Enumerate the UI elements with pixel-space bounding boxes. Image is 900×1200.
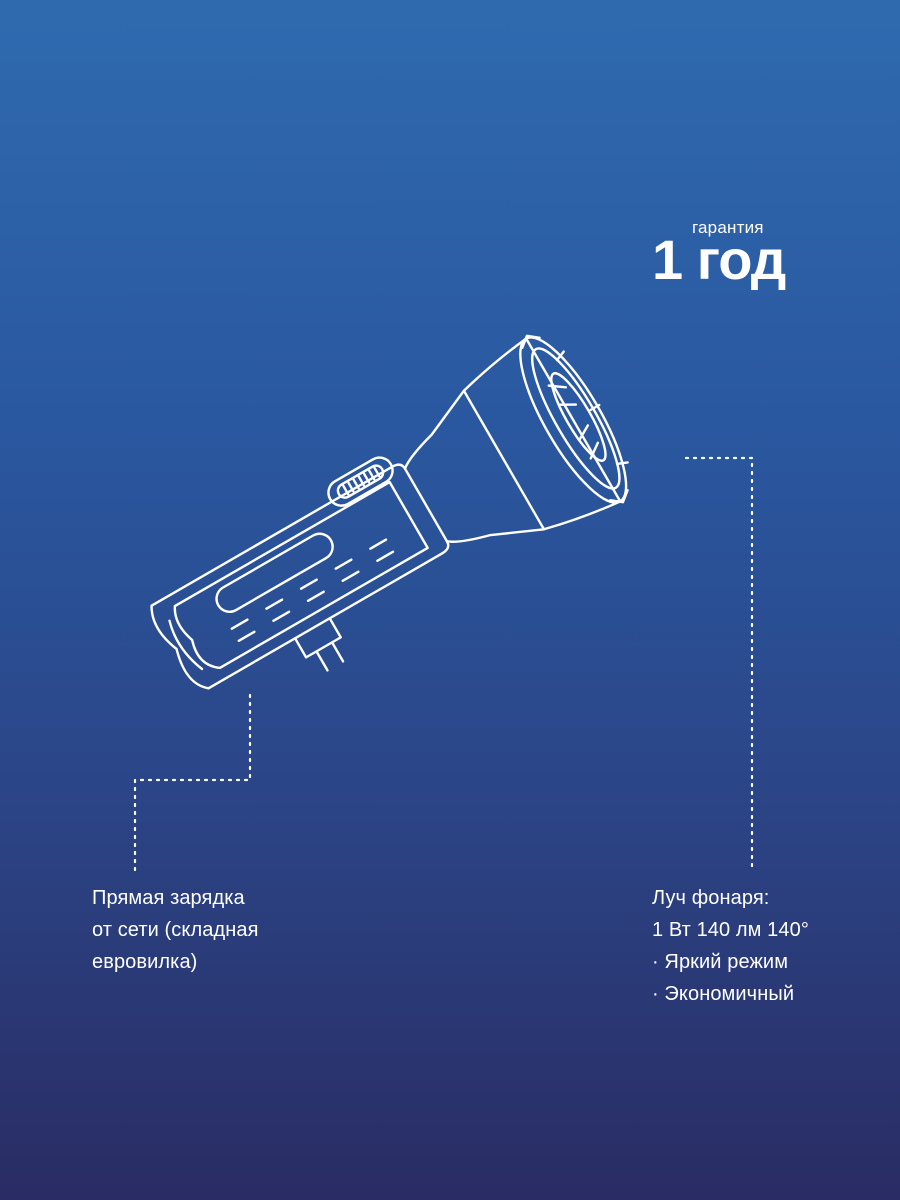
charging-leader [133,693,252,874]
beam-line-2: 1 Вт 140 лм 140° [652,919,809,941]
beam-leader [684,456,754,874]
warranty-value: 1 год [652,228,786,291]
charging-line-2: от сети (складная [92,919,259,941]
charging-line-1: Прямая зарядка [92,887,245,909]
beam-callout: Луч фонаря: 1 Вт 140 лм 140° · Яркий реж… [652,882,872,1010]
warranty-label: гарантия [692,218,764,237]
beam-line-1: Луч фонаря: [652,887,770,909]
beam-line-4: · Экономичный [652,983,795,1005]
flashlight-icon [150,334,629,690]
beam-line-3: · Яркий режим [652,951,789,973]
charging-line-3: евровилка) [92,951,198,973]
charging-callout: Прямая зарядка от сети (складная евровил… [92,882,312,978]
leader-lines [133,456,754,874]
